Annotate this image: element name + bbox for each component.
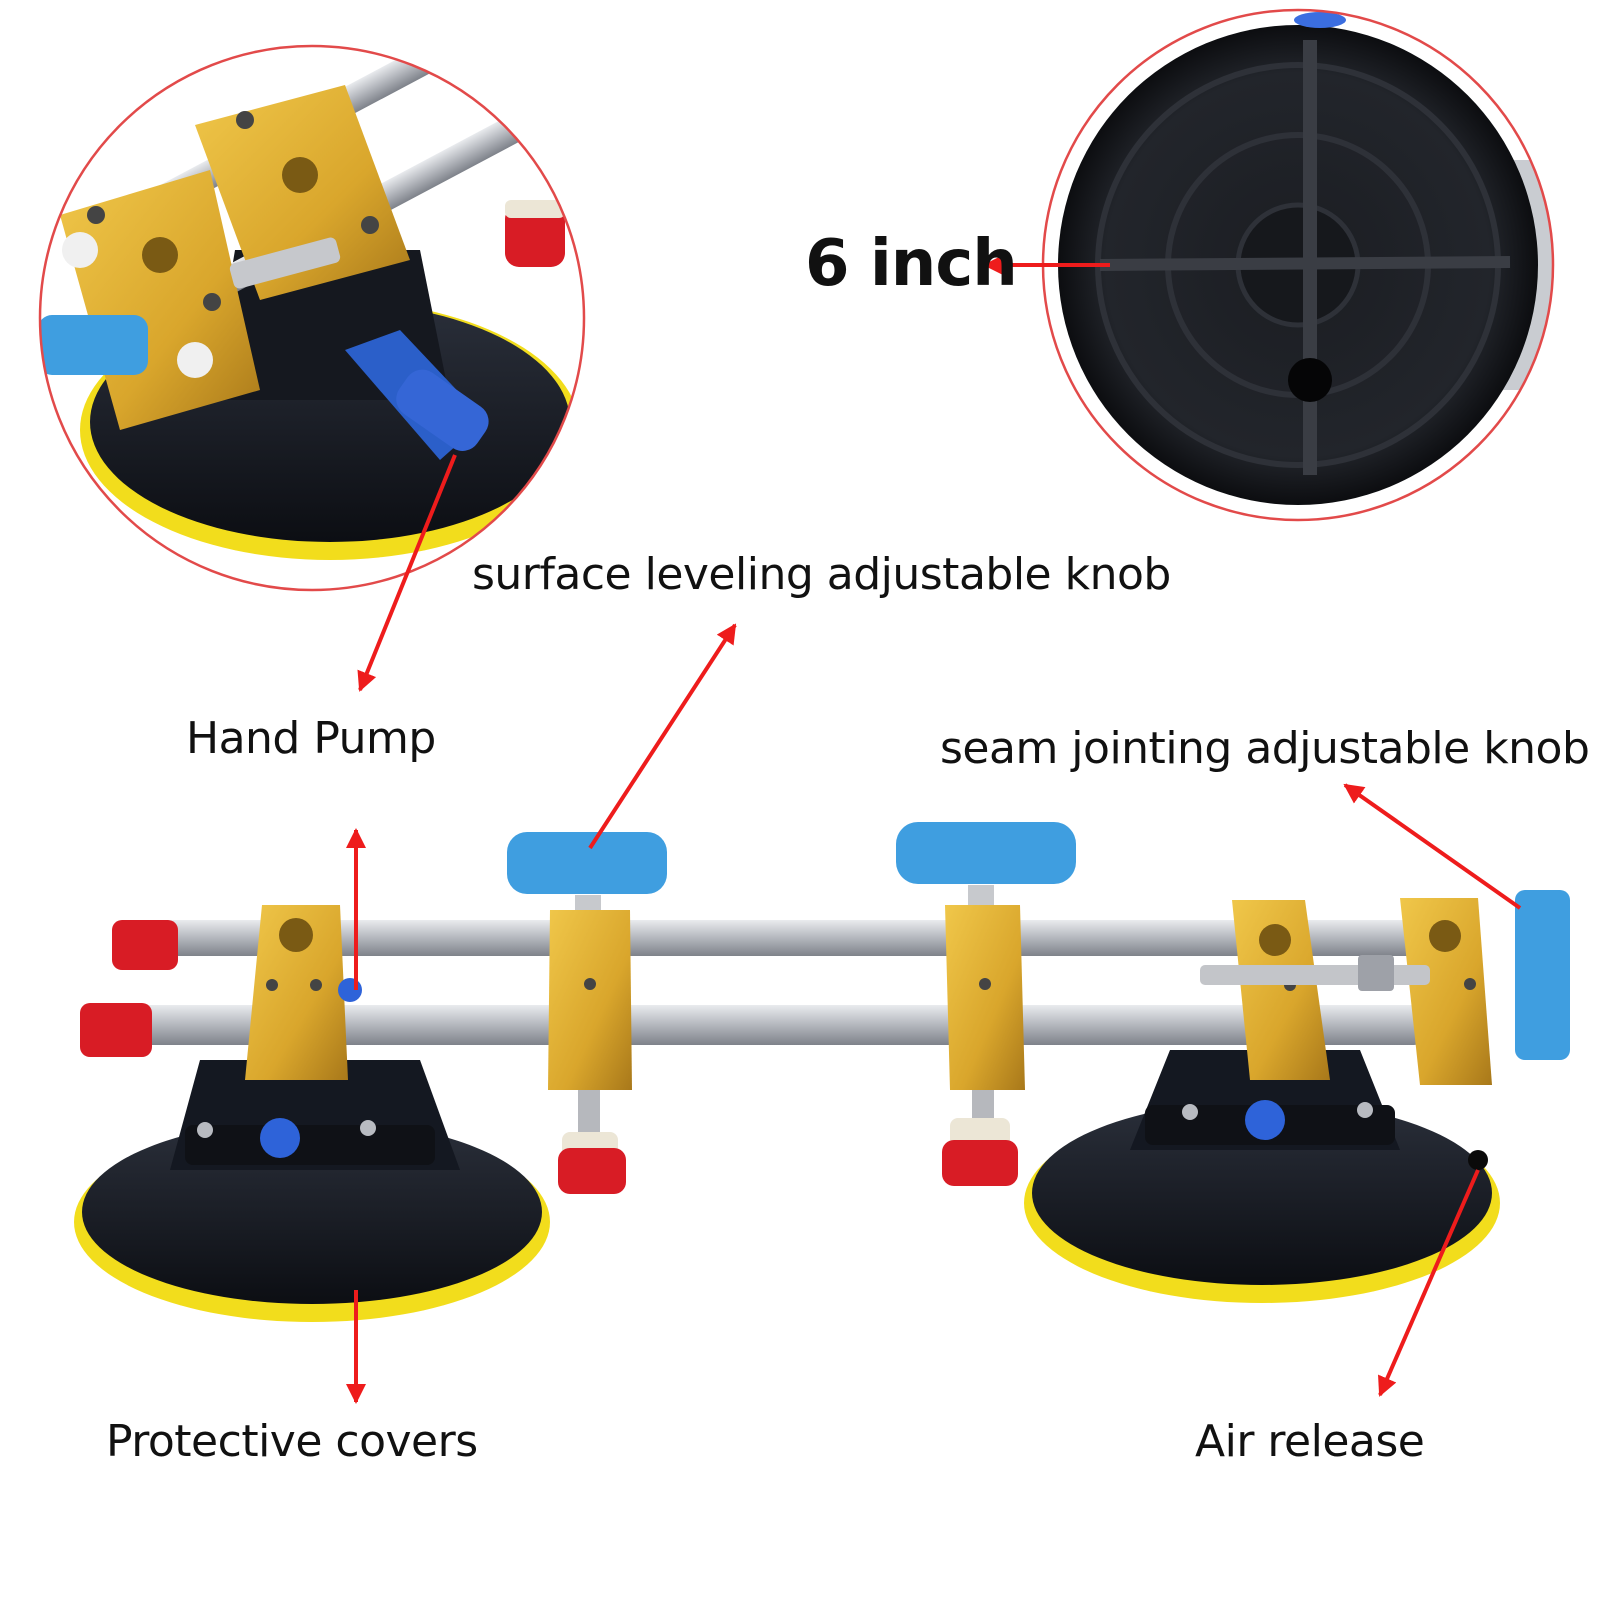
suction-cup-left [74,1060,550,1322]
hand-pump-label: Hand Pump [186,713,436,764]
seam-jointing-label: seam jointing adjustable knob [940,723,1590,774]
air-release-label: Air release [1195,1416,1425,1467]
leveling-knob-2 [896,822,1076,1186]
leveling-knob-1 [507,832,667,1194]
red-arrow-icon [357,454,457,692]
callout-detail-left [38,44,586,592]
arrows [346,255,1522,1404]
red-arrow-icon [1343,783,1522,910]
red-arrow-icon [1378,1169,1480,1397]
protective-covers-label: Protective covers [106,1416,478,1467]
six-inch-label: 6 inch [805,227,1018,301]
seam-setter-tool [74,822,1570,1322]
red-arrow-icon [588,623,737,850]
callout-detail-right [1041,8,1555,522]
suction-cup-right [1024,1050,1500,1303]
surface-leveling-label: surface leveling adjustable knob [472,549,1171,600]
